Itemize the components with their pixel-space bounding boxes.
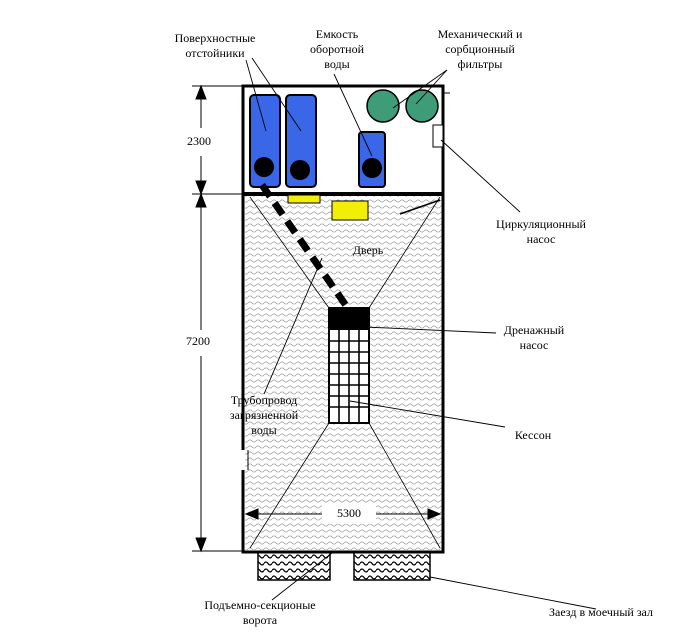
sectional-gate: [257, 551, 331, 581]
label-recycled-water-tank: Емкость оборотной воды: [309, 27, 365, 71]
circulation-pump: [432, 124, 444, 148]
surface-settler: [285, 94, 317, 188]
floor-slope-lines: [249, 196, 441, 549]
label-caisson: Кессон: [514, 428, 552, 442]
dimension-upper-height: 2300: [187, 134, 211, 148]
label-dirty-water-pipeline: Трубопровод загрязненной воды: [229, 393, 299, 437]
leader-lines: [245, 57, 597, 610]
label-door: Дверь: [352, 243, 384, 257]
label-filters: Механический и сорбционный фильтры: [437, 27, 523, 71]
mechanical-filter: [366, 89, 400, 123]
door: [287, 194, 441, 221]
label-circulation-pump: Циркуляционный насос: [496, 217, 586, 246]
label-surface-settlers: Поверхностные отстойники: [174, 31, 256, 60]
recycled-water-tank: [358, 131, 386, 188]
surface-settler: [249, 94, 281, 188]
dimension-lower-height: 7200: [186, 334, 210, 348]
caisson: [328, 307, 370, 424]
label-entrance: Заезд в моечный зал: [549, 605, 653, 619]
dimension-lines: [192, 84, 442, 553]
building-walls: [241, 84, 445, 554]
drainage-pump: [329, 308, 369, 330]
sectional-gate: [353, 551, 431, 581]
label-drainage-pump: Дренажный насос: [503, 323, 565, 352]
dimension-width: 5300: [337, 506, 361, 520]
label-sectional-gates: Подъемно-секционые ворота: [204, 598, 316, 627]
dirty-water-pipeline: [259, 182, 350, 310]
sorption-filter: [405, 89, 439, 123]
